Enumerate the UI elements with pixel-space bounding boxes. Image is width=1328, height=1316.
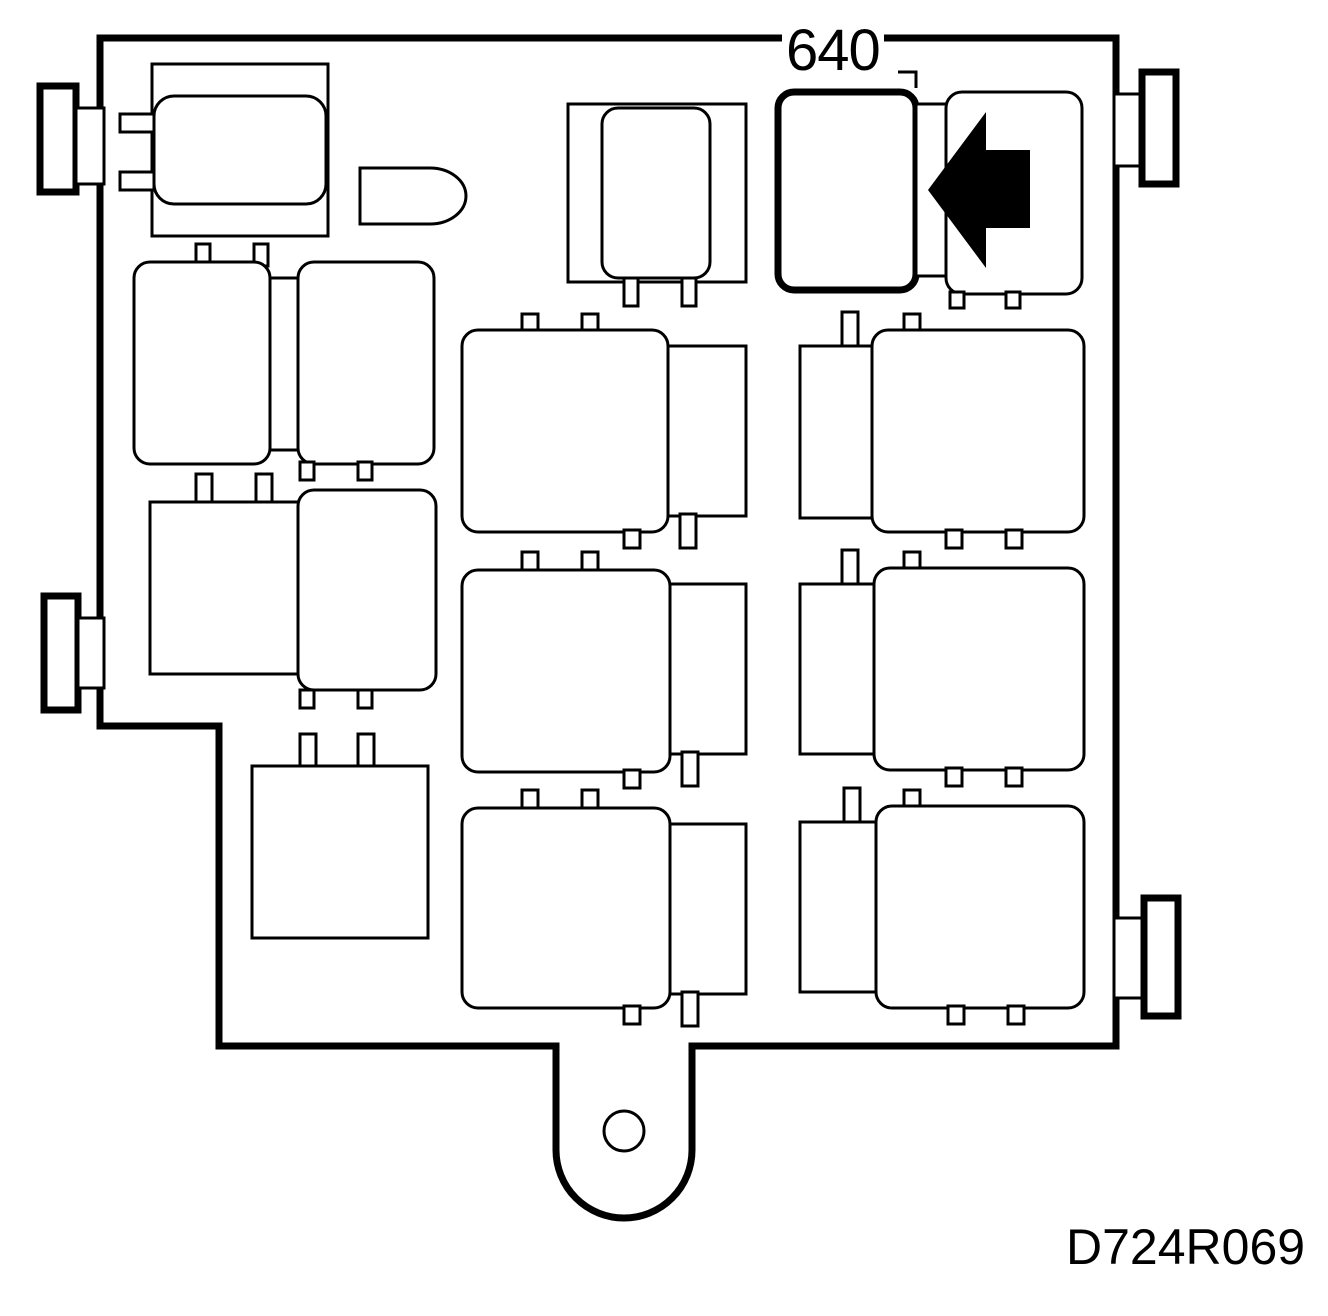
figure-code-label: D724R069 (1066, 1219, 1306, 1275)
relay-center-1 (460, 312, 748, 550)
relay-left-upper-a (132, 242, 302, 466)
mounting-clip-top-right (1112, 68, 1180, 188)
relay-left-upper-b (296, 260, 436, 482)
relay-left-middle (148, 472, 438, 710)
relay-640-label: 640 (782, 22, 884, 80)
relay-right-3 (798, 786, 1086, 1026)
fuse-tab (358, 166, 468, 226)
mounting-clip-bottom-right (1112, 894, 1182, 1020)
arrow-left-icon (928, 112, 1030, 268)
relay-right-1 (798, 310, 1086, 550)
relay-right-2 (798, 548, 1086, 788)
relay-top-center (566, 102, 748, 308)
relay-640 (774, 70, 920, 294)
relay-left-lower (250, 732, 430, 940)
mounting-clip-top-left (36, 82, 106, 196)
relay-top-right (914, 90, 1084, 310)
mounting-hole (602, 1109, 646, 1153)
mounting-clip-mid-left (40, 592, 106, 714)
relay-center-3 (460, 788, 748, 1028)
relay-top-left (118, 62, 330, 238)
relay-center-2 (460, 550, 748, 790)
